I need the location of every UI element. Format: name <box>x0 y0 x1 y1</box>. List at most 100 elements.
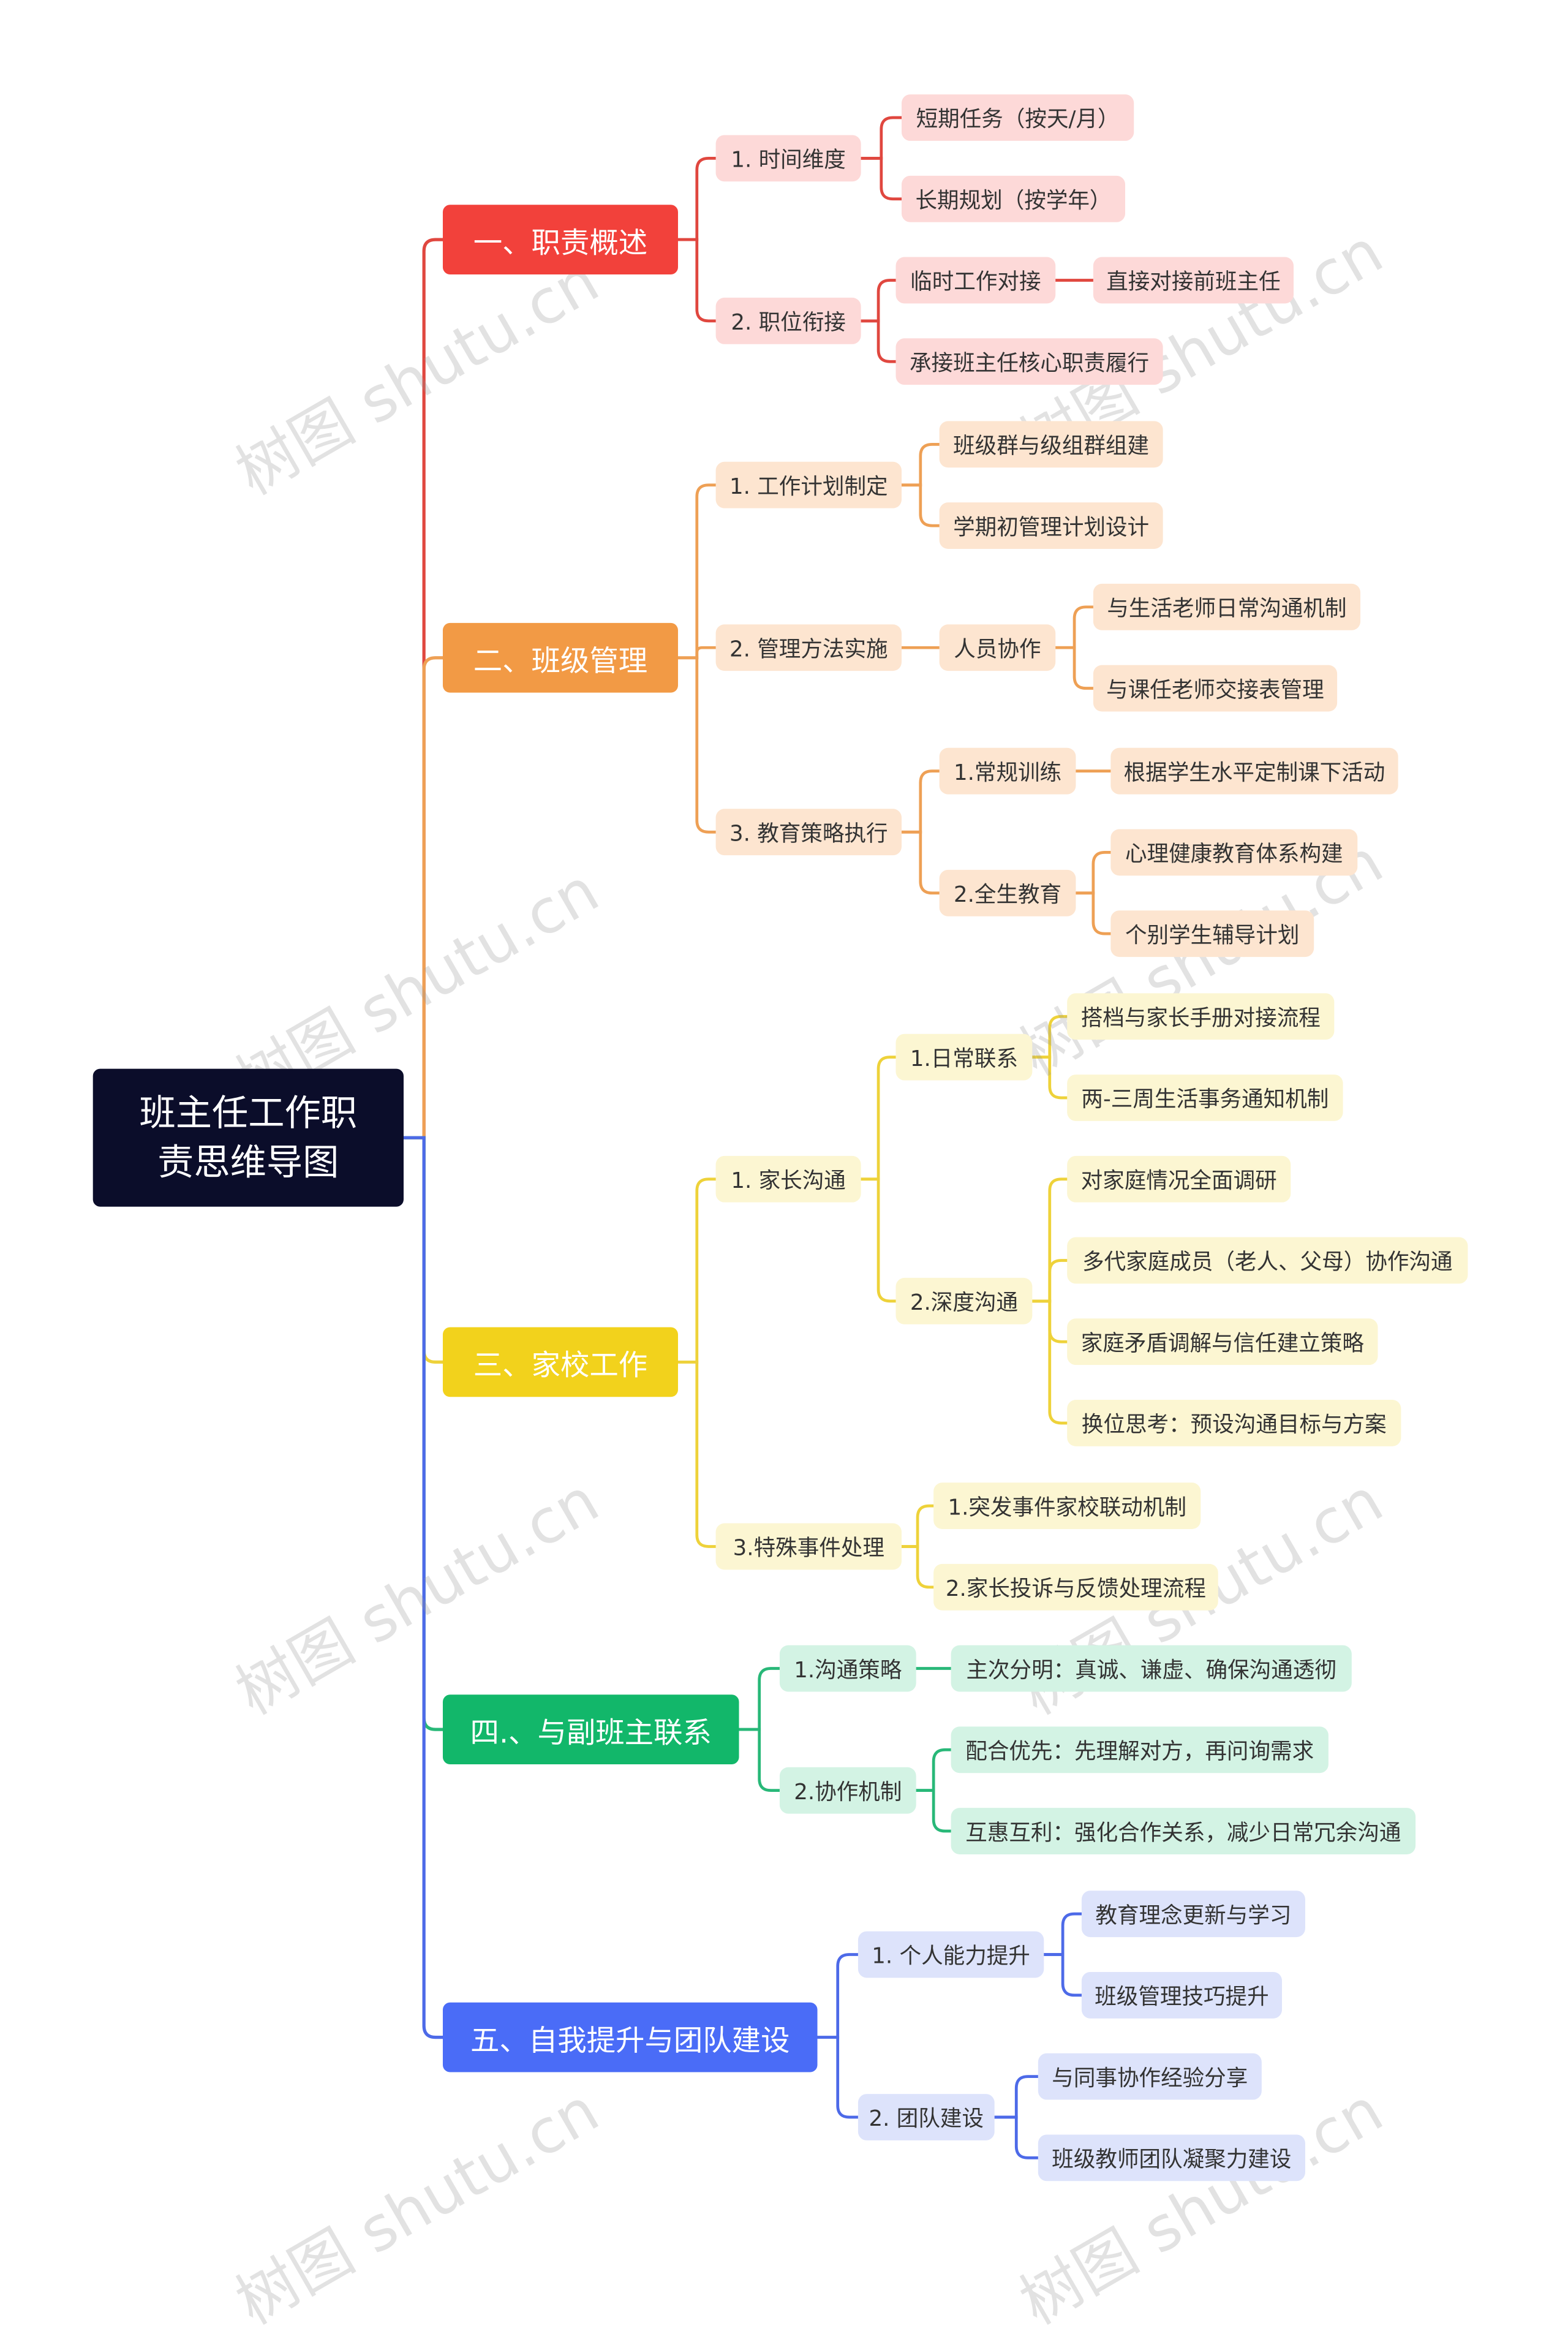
subtopic-node-label: 直接对接前班主任 <box>1106 268 1281 294</box>
edge-1-1-0-1 <box>1054 646 1095 690</box>
branch-node[interactable]: 二、班级管理 <box>442 622 678 693</box>
topic-node[interactable]: 2. 管理方法实施 <box>715 624 902 671</box>
subtopic-node[interactable]: 短期任务（按天/月） <box>901 94 1134 141</box>
edge-1-0-1 <box>900 483 941 527</box>
subtopic-node[interactable]: 搭档与家长手册对接流程 <box>1067 993 1335 1040</box>
topic-node[interactable]: 3.特殊事件处理 <box>715 1523 902 1570</box>
subtopic-node[interactable]: 直接对接前班主任 <box>1093 257 1294 304</box>
topic-node[interactable]: 1. 时间维度 <box>715 135 861 182</box>
subtopic-node-label: 主次分明：真诚、谦虚、确保沟通透彻 <box>966 1656 1336 1683</box>
subtopic-node[interactable]: 与课任老师交接表管理 <box>1093 665 1338 712</box>
subtopic-node-label: 2.家长投诉与反馈处理流程 <box>945 1574 1206 1601</box>
subtopic-node[interactable]: 承接班主任核心职责履行 <box>895 338 1163 385</box>
topic-node-label: 2. 职位衔接 <box>731 308 846 335</box>
subtopic-node[interactable]: 与同事协作经验分享 <box>1038 2053 1262 2100</box>
edge-2-0-0-0 <box>1030 1014 1069 1059</box>
subtopic-node-label: 人员协作 <box>954 635 1041 662</box>
branch-node-label: 二、班级管理 <box>473 642 648 678</box>
subtopic-node[interactable]: 2.深度沟通 <box>895 1277 1033 1324</box>
topic-node[interactable]: 2.协作机制 <box>779 1767 916 1814</box>
subtopic-node[interactable]: 配合优先：先理解对方，再问询需求 <box>951 1726 1329 1773</box>
subtopic-node[interactable]: 2.家长投诉与反馈处理流程 <box>933 1563 1218 1611</box>
subtopic-node[interactable]: 1.日常联系 <box>895 1033 1033 1081</box>
edge-1-2-1-0 <box>1074 851 1112 895</box>
edge-0-1-0 <box>859 279 897 323</box>
subtopic-node[interactable]: 1.常规训练 <box>939 747 1076 795</box>
subtopic-node-label: 根据学生水平定制课下活动 <box>1123 758 1385 785</box>
topic-node[interactable]: 2. 团队建设 <box>858 2094 995 2140</box>
subtopic-node[interactable]: 教育理念更新与学习 <box>1081 1891 1305 1938</box>
subtopic-node-label: 两-三周生活事务通知机制 <box>1081 1085 1329 1112</box>
topic-node-label: 1. 工作计划制定 <box>729 472 888 499</box>
edge-3-1-1 <box>914 1789 952 1833</box>
topic-node[interactable]: 1. 个人能力提升 <box>858 1931 1044 1978</box>
subtopic-node[interactable]: 与生活老师日常沟通机制 <box>1093 583 1361 630</box>
root-node[interactable]: 班主任工作职 责思维导图 <box>92 1068 404 1207</box>
subtopic-node[interactable]: 人员协作 <box>939 624 1056 671</box>
subtopic-node[interactable]: 学期初管理计划设计 <box>939 502 1163 549</box>
edge-root-0 <box>402 238 445 1139</box>
edge-1-0 <box>676 483 717 660</box>
edge-3-1 <box>737 1728 782 1792</box>
edge-0-1-1 <box>859 319 897 363</box>
edge-1-2-0 <box>900 769 941 834</box>
subtopic-node-label: 班级教师团队凝聚力建设 <box>1052 2145 1292 2172</box>
edge-1-1-0-0 <box>1054 605 1095 649</box>
topic-node-label: 1. 时间维度 <box>731 146 846 172</box>
subtopic-node[interactable]: 1.突发事件家校联动机制 <box>933 1483 1201 1529</box>
subtopic-node-label: 换位思考：预设沟通目标与方案 <box>1081 1410 1387 1437</box>
subtopic-node-label: 1.日常联系 <box>910 1044 1018 1071</box>
branch-node[interactable]: 三、家校工作 <box>442 1327 678 1397</box>
edge-1-2-1-1 <box>1074 891 1112 935</box>
edge-1-2-1 <box>900 830 941 895</box>
edge-1-0-0 <box>900 442 941 487</box>
edge-3-0 <box>737 1667 782 1731</box>
topic-node[interactable]: 1. 家长沟通 <box>715 1155 861 1203</box>
subtopic-node[interactable]: 2.全生教育 <box>939 869 1076 916</box>
subtopic-node[interactable]: 对家庭情况全面调研 <box>1067 1155 1291 1203</box>
branch-node[interactable]: 五、自我提升与团队建设 <box>442 2002 818 2072</box>
subtopic-node[interactable]: 班级教师团队凝聚力建设 <box>1038 2134 1305 2181</box>
edge-4-0-1 <box>1042 1953 1084 1997</box>
subtopic-node[interactable]: 个别学生辅导计划 <box>1110 910 1314 958</box>
topic-node[interactable]: 2. 职位衔接 <box>715 297 861 344</box>
subtopic-node[interactable]: 班级群与级组群组建 <box>939 421 1163 468</box>
subtopic-node[interactable]: 家庭矛盾调解与信任建立策略 <box>1067 1318 1378 1366</box>
branch-node-label: 五、自我提升与团队建设 <box>470 2022 790 2057</box>
edge-4-1 <box>816 2036 860 2119</box>
subtopic-node[interactable]: 主次分明：真诚、谦虚、确保沟通透彻 <box>951 1645 1352 1692</box>
topic-node[interactable]: 1. 工作计划制定 <box>715 461 902 508</box>
edge-2-0-1 <box>859 1177 897 1303</box>
branch-node-label: 四.、与副班主联系 <box>470 1714 712 1750</box>
subtopic-node[interactable]: 换位思考：预设沟通目标与方案 <box>1067 1400 1401 1446</box>
edge-0-0 <box>676 156 717 241</box>
subtopic-node[interactable]: 班级管理技巧提升 <box>1081 1971 1283 2019</box>
topic-node-label: 1.沟通策略 <box>794 1656 902 1683</box>
subtopic-node[interactable]: 互惠互利：强化合作关系，减少日常冗余沟通 <box>951 1808 1416 1854</box>
subtopic-node[interactable]: 临时工作对接 <box>895 257 1056 304</box>
edge-4-0 <box>816 1953 860 2039</box>
branch-node[interactable]: 四.、与副班主联系 <box>442 1694 739 1764</box>
subtopic-node-label: 2.深度沟通 <box>910 1288 1018 1315</box>
topic-node[interactable]: 3. 教育策略执行 <box>715 809 902 856</box>
edge-1-1 <box>676 646 717 660</box>
subtopic-node[interactable]: 长期规划（按学年） <box>901 175 1126 222</box>
branch-node[interactable]: 一、职责概述 <box>442 205 678 274</box>
subtopic-node-label: 承接班主任核心职责履行 <box>909 349 1150 376</box>
branch-node-label: 一、职责概述 <box>473 224 648 260</box>
subtopic-node[interactable]: 多代家庭成员（老人、父母）协作沟通 <box>1067 1237 1468 1284</box>
edge-1-2 <box>676 656 717 834</box>
subtopic-node-label: 与同事协作经验分享 <box>1052 2064 1248 2091</box>
subtopic-node[interactable]: 两-三周生活事务通知机制 <box>1067 1075 1343 1121</box>
subtopic-node[interactable]: 心理健康教育体系构建 <box>1110 829 1358 876</box>
edge-root-4 <box>402 1136 445 2039</box>
edge-2-0-1-3 <box>1030 1299 1069 1425</box>
edge-4-1-1 <box>993 2115 1040 2159</box>
edge-3-1-0 <box>914 1748 952 1792</box>
edge-4-0-0 <box>1042 1912 1084 1956</box>
subtopic-node[interactable]: 根据学生水平定制课下活动 <box>1110 747 1398 795</box>
edge-4-1-0 <box>993 2075 1040 2119</box>
topic-node[interactable]: 1.沟通策略 <box>779 1645 916 1692</box>
subtopic-node-label: 班级管理技巧提升 <box>1095 1982 1269 2009</box>
